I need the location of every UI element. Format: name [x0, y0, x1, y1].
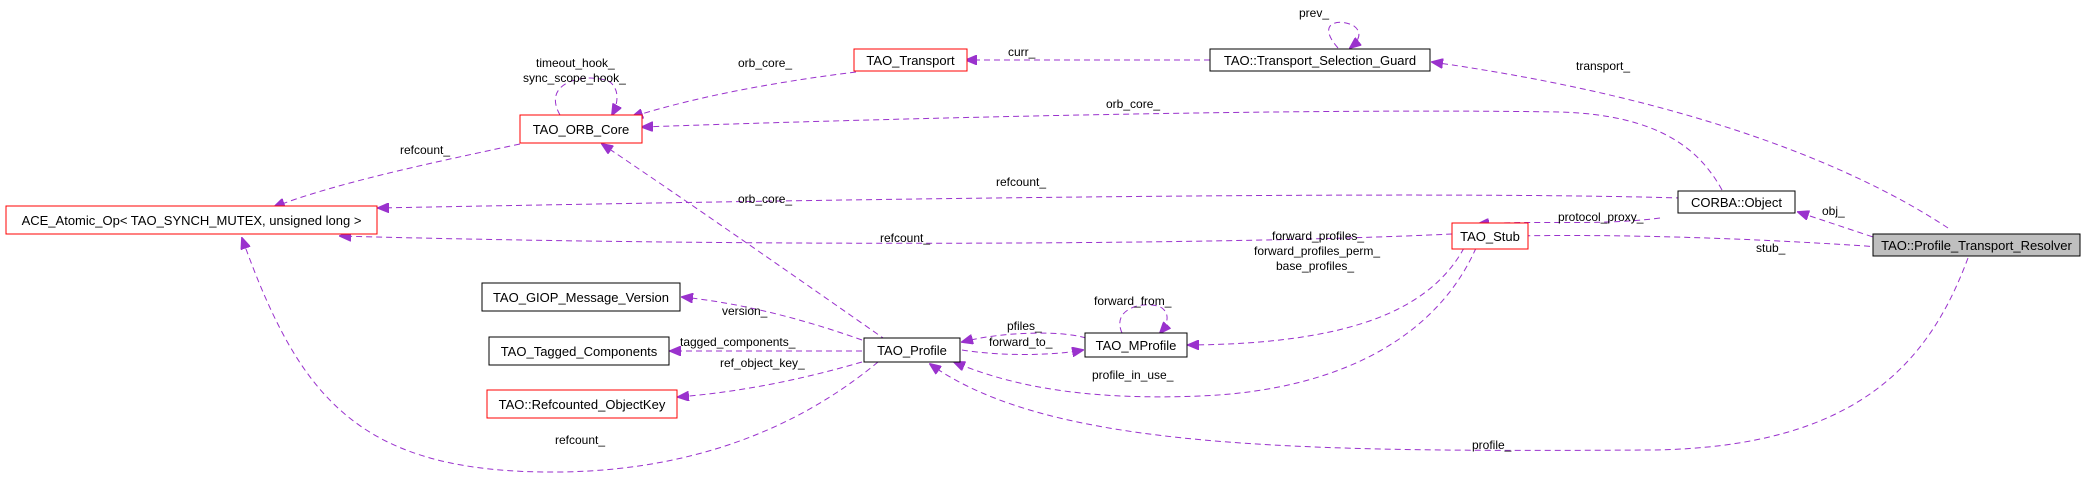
edge-obj: [1798, 212, 1883, 241]
label-forward-profiles: forward_profiles_: [1272, 229, 1364, 243]
edge-profile-in-use: [954, 247, 1477, 398]
node-tao-stub[interactable]: TAO_Stub: [1451, 222, 1529, 250]
edge-forward-to: [961, 350, 1083, 355]
node-tao-mprofile-label: TAO_MProfile: [1096, 338, 1177, 353]
node-tagged-components-box: [488, 336, 670, 366]
edge-prev: [1328, 21, 1359, 48]
edge-stub-refcount: [340, 234, 1453, 244]
node-tao-profile-label: TAO_Profile: [877, 343, 947, 358]
edge-orbcore-self: [554, 77, 617, 115]
label-transport: transport_: [1576, 59, 1630, 73]
edges: [242, 21, 1969, 473]
edge-labels: transport_ prev_ curr_ orb_core_ orb_cor…: [400, 6, 1845, 452]
label-stub-refcount: refcount_: [880, 231, 930, 245]
node-tao-profile-box: [863, 337, 961, 363]
label-object-refcount: refcount_: [996, 175, 1046, 189]
node-tagged-components[interactable]: TAO_Tagged_Components: [488, 336, 670, 366]
edge-version: [682, 297, 863, 341]
node-tao-transport-label: TAO_Transport: [866, 53, 955, 68]
node-giop-version[interactable]: TAO_GIOP_Message_Version: [481, 282, 681, 312]
label-obj: obj_: [1822, 204, 1845, 218]
edge-objkey: [678, 361, 863, 397]
node-corba-object-box: [1677, 190, 1796, 214]
label-orbcore-refcount: refcount_: [400, 143, 450, 157]
edge-profile: [930, 257, 1969, 451]
label-guard-orbcore: orb_core_: [1106, 97, 1160, 111]
node-transport-selection-guard-box: [1209, 48, 1431, 72]
edge-pfiles: [962, 332, 1087, 342]
label-profile-in-use: profile_in_use_: [1092, 368, 1174, 382]
node-orb-core[interactable]: TAO_ORB_Core: [519, 114, 643, 144]
node-transport-selection-guard-label: TAO::Transport_Selection_Guard: [1224, 53, 1416, 68]
label-curr: curr_: [1008, 45, 1036, 59]
label-version: version_: [722, 304, 768, 318]
label-profile: profile_: [1472, 438, 1512, 452]
node-corba-object[interactable]: CORBA::Object: [1677, 190, 1796, 214]
node-refcounted-objectkey[interactable]: TAO::Refcounted_ObjectKey: [486, 389, 678, 419]
edge-profile-orbcore: [602, 144, 887, 341]
label-prev: prev_: [1299, 6, 1329, 20]
label-forward-to: forward_to_: [989, 335, 1053, 349]
label-stub: stub_: [1756, 241, 1786, 255]
node-tao-stub-label: TAO_Stub: [1460, 229, 1520, 244]
nodes: TAO::Profile_Transport_Resolver TAO::Tra…: [5, 48, 2081, 419]
node-giop-version-label: TAO_GIOP_Message_Version: [493, 290, 669, 305]
node-orb-core-box: [519, 114, 643, 144]
label-base-profiles: base_profiles_: [1276, 259, 1354, 273]
node-tao-transport-box: [853, 48, 968, 72]
node-profile-transport-resolver-box: [1872, 233, 2081, 257]
label-protocol-proxy: protocol_proxy_: [1558, 210, 1644, 224]
node-tao-transport[interactable]: TAO_Transport: [853, 48, 968, 72]
node-atomic-op-box: [5, 205, 378, 235]
edge-stub: [1510, 235, 1881, 248]
edge-object-refcount: [378, 194, 1683, 208]
label-forward-from: forward_from_: [1094, 294, 1172, 308]
label-forward-profiles-perm: forward_profiles_perm_: [1254, 244, 1380, 258]
node-tao-stub-box: [1451, 222, 1529, 250]
node-orb-core-label: TAO_ORB_Core: [533, 122, 630, 137]
node-profile-transport-resolver-label: TAO::Profile_Transport_Resolver: [1881, 238, 2072, 253]
node-tao-profile[interactable]: TAO_Profile: [863, 337, 961, 363]
edge-guard-orbcore: [642, 110, 1723, 191]
label-objkey: ref_object_key_: [720, 356, 805, 370]
node-atomic-op-label: ACE_Atomic_Op< TAO_SYNCH_MUTEX, unsigned…: [22, 213, 362, 228]
node-atomic-op[interactable]: ACE_Atomic_Op< TAO_SYNCH_MUTEX, unsigned…: [5, 205, 378, 235]
node-tao-mprofile-box: [1084, 332, 1188, 358]
label-orbcore-hook-1: timeout_hook_: [536, 56, 615, 70]
node-giop-version-box: [481, 282, 681, 312]
node-refcounted-objectkey-box: [486, 389, 678, 419]
label-pfiles: pfiles_: [1007, 319, 1042, 333]
node-tagged-components-label: TAO_Tagged_Components: [501, 344, 658, 359]
label-profile-refcount: refcount_: [555, 433, 605, 447]
edge-transport-orbcore: [632, 71, 857, 117]
edge-forward-from: [1119, 304, 1167, 333]
edge-orbcore-refcount: [274, 143, 521, 207]
node-tao-mprofile[interactable]: TAO_MProfile: [1084, 332, 1188, 358]
node-profile-transport-resolver[interactable]: TAO::Profile_Transport_Resolver: [1872, 233, 2081, 257]
edge-transport: [1432, 62, 1949, 229]
label-tagged: tagged_components_: [680, 335, 796, 349]
node-refcounted-objectkey-label: TAO::Refcounted_ObjectKey: [499, 397, 666, 412]
label-orbcore-hook-2: sync_scope_hook_: [523, 71, 626, 85]
edge-profile-refcount: [242, 238, 879, 473]
label-transport-orbcore: orb_core_: [738, 56, 792, 70]
node-corba-object-label: CORBA::Object: [1691, 195, 1782, 210]
node-transport-selection-guard[interactable]: TAO::Transport_Selection_Guard: [1209, 48, 1431, 72]
label-profile-orbcore: orb_core_: [738, 192, 792, 206]
